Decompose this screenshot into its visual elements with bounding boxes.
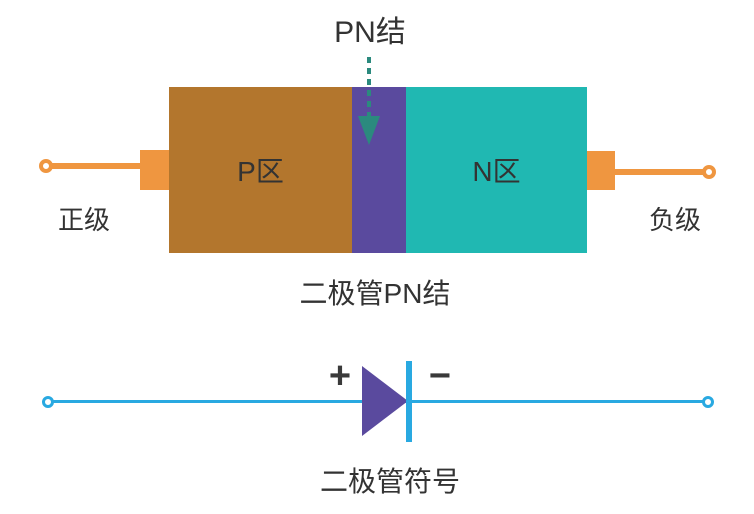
cathode-terminal-node (702, 165, 716, 179)
p-region-label: P区 (237, 156, 284, 187)
diode-cathode-bar (406, 361, 412, 442)
cathode-terminal-block (587, 151, 615, 190)
diode-body-bar: P区 N区 (169, 87, 587, 253)
pn-junction-strip (352, 87, 406, 253)
cathode-lead-wire (615, 169, 709, 175)
anode-terminal-block (140, 150, 169, 190)
symbol-right-node (702, 396, 714, 408)
negative-terminal-label: 负级 (648, 205, 701, 235)
dashed-down-arrow-icon (358, 57, 380, 145)
anode-terminal-node (39, 159, 53, 173)
plus-sign: + (328, 355, 352, 397)
n-region: N区 (406, 87, 587, 253)
anode-lead-wire (46, 163, 140, 169)
diode-triangle-icon (362, 366, 408, 436)
minus-sign: − (428, 355, 452, 397)
pn-junction-caption: 二极管PN结 (299, 278, 451, 309)
symbol-left-node (42, 396, 54, 408)
diode-symbol-caption: 二极管符号 (319, 466, 460, 497)
p-region: P区 (169, 87, 352, 253)
pn-junction-title: PN结 (334, 16, 406, 49)
positive-terminal-label: 正级 (57, 205, 110, 235)
n-region-label: N区 (472, 156, 521, 187)
